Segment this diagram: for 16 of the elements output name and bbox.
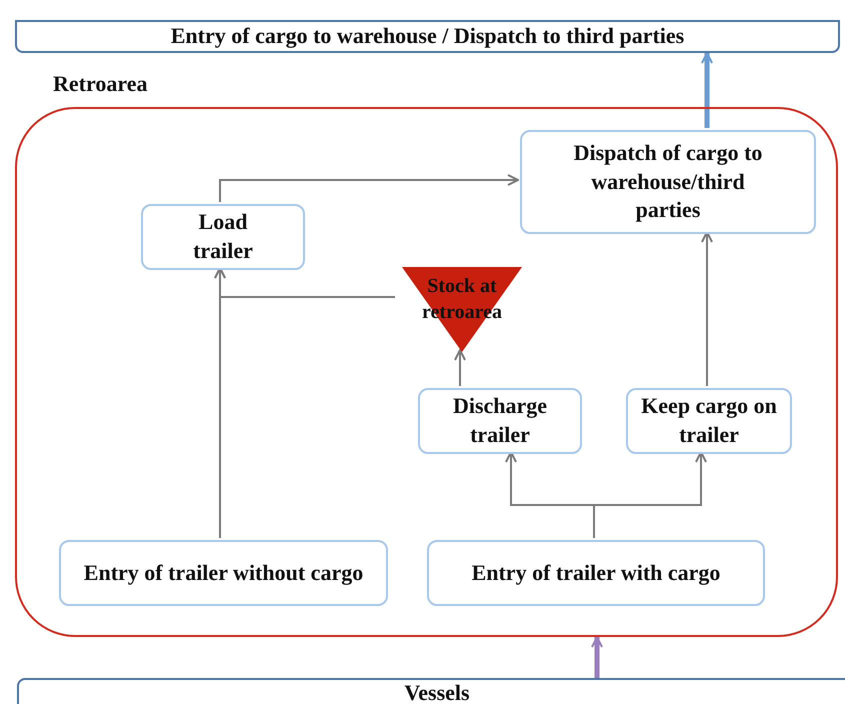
source-bar: Vessels <box>17 678 845 704</box>
arrow <box>214 267 395 298</box>
process-box: Dispatch of cargo to warehouse/third parties <box>520 130 816 234</box>
process-box: Entry of trailer with cargo <box>427 540 765 606</box>
destination-bar: Entry of cargo to warehouse / Dispatch to third parties <box>15 20 840 53</box>
process-box: Load trailer <box>141 204 305 270</box>
arrow <box>701 52 713 128</box>
process-box: Keep cargo on trailer <box>626 388 792 454</box>
arrow <box>219 174 519 202</box>
process-box: Entry of trailer without cargo <box>59 540 388 606</box>
arrow <box>591 636 603 678</box>
arrow <box>593 451 707 538</box>
arrow <box>701 231 713 386</box>
process-box: Discharge trailer <box>418 388 582 454</box>
area-heading: Retroarea <box>53 71 148 97</box>
arrow <box>454 349 466 386</box>
